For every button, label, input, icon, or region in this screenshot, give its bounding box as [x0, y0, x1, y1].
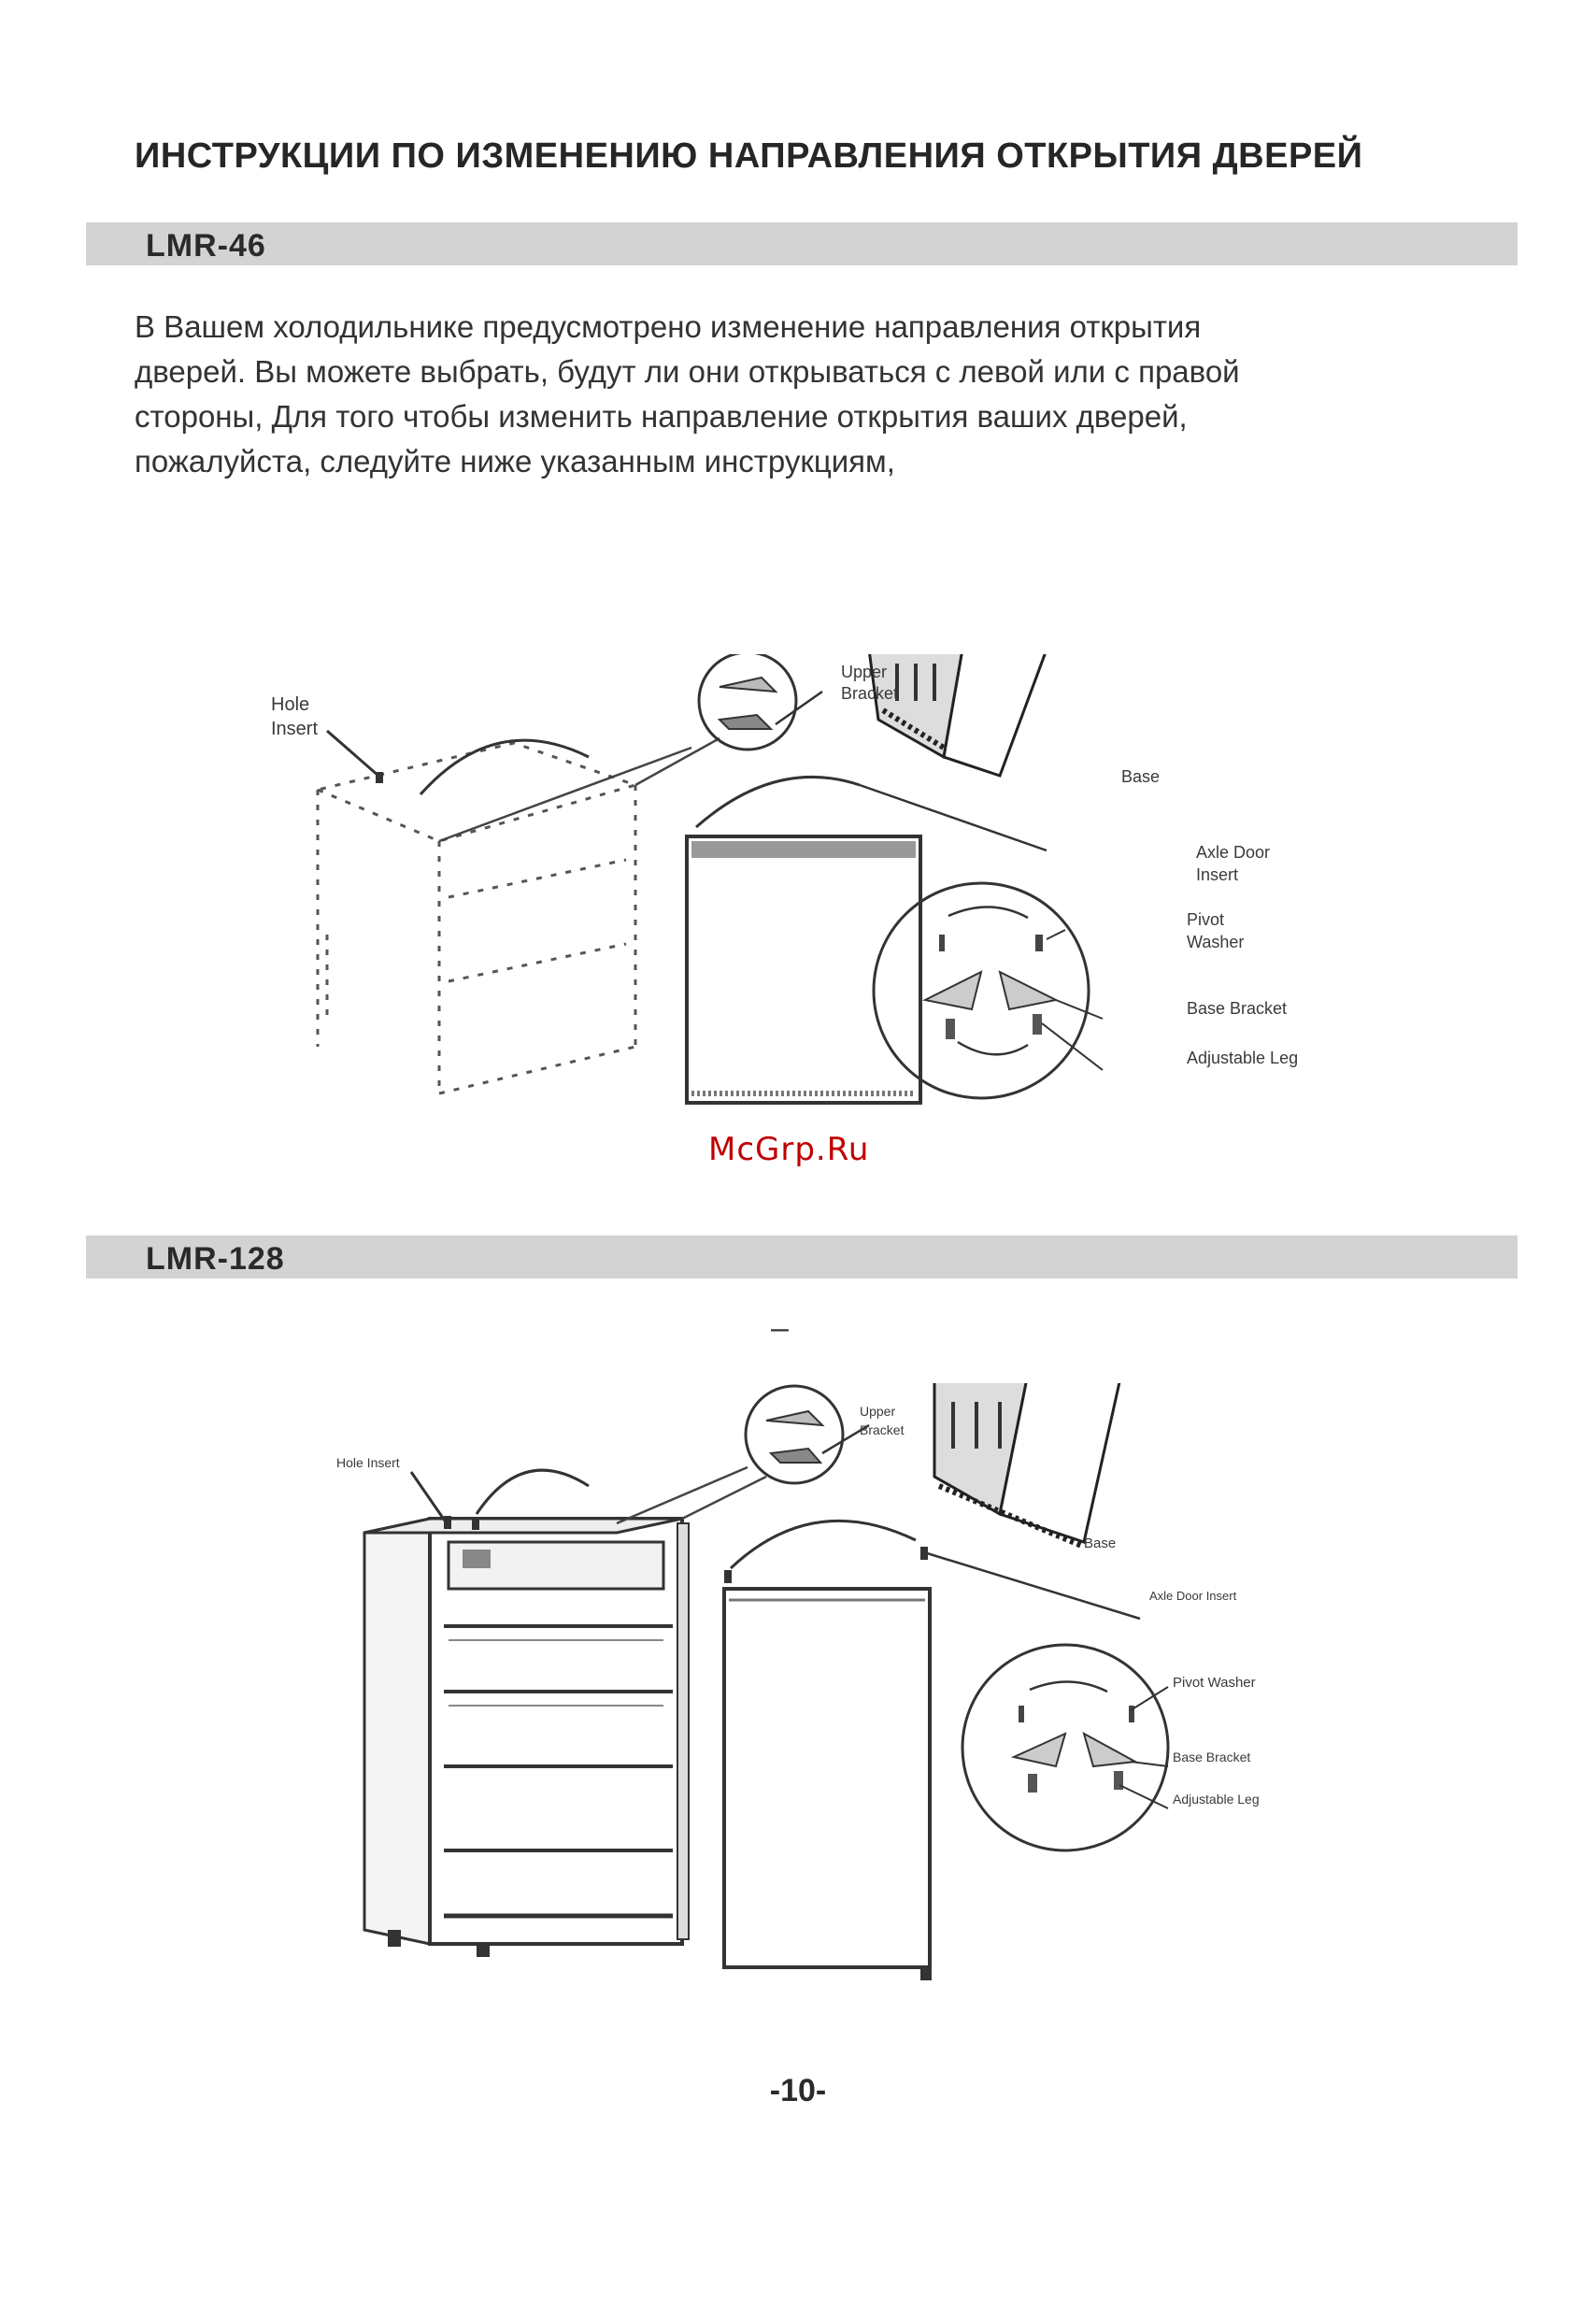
adjustable-leg-right	[1033, 1014, 1042, 1035]
diagram-2-svg: Hole Insert Upper Bracket Base Axle Door…	[336, 1372, 1260, 1980]
label-hole-insert-2: Insert	[271, 719, 318, 739]
pivot-washer-left	[939, 935, 945, 951]
bracket-leader-b	[634, 736, 720, 787]
door-foot	[920, 1967, 932, 1980]
door-top-edge	[691, 841, 916, 858]
base-bracket-arc-bottom	[957, 1040, 1029, 1056]
base-bracket-left	[1010, 1732, 1067, 1768]
pivot-washer-right	[1035, 935, 1043, 951]
page-number: -10-	[769, 2073, 827, 2108]
label-hole-insert: Hole Insert	[336, 1455, 400, 1470]
adjustable-leg-leader	[1119, 1784, 1169, 1809]
base-detail	[933, 1372, 1123, 1550]
pivot-washer-left	[1019, 1706, 1024, 1722]
upper-bracket-leader	[775, 690, 823, 726]
pivot-washer-leader	[1130, 1686, 1169, 1711]
base-bracket-leader	[1055, 999, 1104, 1020]
hole-insert-icon	[376, 772, 383, 783]
section-model-label: LMR-128	[146, 1241, 285, 1277]
upper-bracket-part-top	[765, 1409, 825, 1427]
bracket-leader-a	[616, 1465, 748, 1525]
upper-bracket-detail-circle	[744, 1384, 845, 1485]
section-model-label: LMR-46	[146, 228, 266, 264]
upper-bracket-part-bottom	[768, 1447, 823, 1464]
label-pivot-washer: Pivot Washer	[1173, 1675, 1256, 1691]
adjustable-leg-left	[1028, 1774, 1037, 1793]
base-bracket-arc-top	[1029, 1680, 1108, 1693]
upper-bracket-detail-circle	[697, 650, 798, 751]
base-bracket-right	[1082, 1731, 1139, 1768]
label-base: Base	[1084, 1536, 1116, 1551]
cabinet-outline	[313, 741, 640, 1095]
adjustable-leg-right	[1114, 1771, 1123, 1790]
hole-insert-leader	[409, 1471, 449, 1524]
label-upper-bracket-2: Bracket	[841, 684, 898, 703]
upper-bracket-part-bottom	[717, 713, 774, 730]
door-reversal-diagram-lmr-46: Hole Insert Upper Bracket Base Axle Door…	[252, 648, 1374, 1140]
base-detail	[867, 648, 1049, 778]
watermark: McGrp.Ru	[708, 1131, 870, 1168]
base-bracket-left	[921, 970, 983, 1011]
section-header-lmr-128: LMR-128	[86, 1236, 1518, 1278]
base-bracket-detail-circle	[961, 1643, 1170, 1852]
page-title: ИНСТРУКЦИИ ПО ИЗМЕНЕНИЮ НАПРАВЛЕНИЯ ОТКР…	[135, 136, 1363, 176]
bracket-leader-b	[681, 1475, 767, 1521]
label-pivot-washer-2: Washer	[1187, 933, 1244, 951]
label-adjustable-leg: Adjustable Leg	[1173, 1792, 1260, 1807]
axle-door-insert-leader	[859, 783, 1047, 852]
hole-insert-icon	[444, 1516, 451, 1529]
pivot-washer-leader	[1046, 929, 1066, 940]
axle-insert-right	[920, 1547, 928, 1560]
label-base-bracket: Base Bracket	[1173, 1750, 1250, 1764]
label-upper-bracket: Upper	[860, 1404, 895, 1419]
diagram-1-svg: Hole Insert Upper Bracket Base Axle Door…	[271, 648, 1298, 1105]
pivot-washer-right	[1129, 1706, 1134, 1722]
hole-insert-leader	[326, 729, 379, 778]
door-panel	[685, 835, 922, 1105]
adjustable-leg-leader	[1041, 1022, 1104, 1071]
door-reversal-diagram-lmr-128: Hole Insert Upper Bracket Base Axle Door…	[308, 1372, 1336, 2000]
door-flip-arc	[695, 775, 861, 829]
fridge-cabinet	[363, 1517, 690, 1957]
base-bracket-arc-top	[948, 906, 1029, 920]
hole-insert-arc	[475, 1468, 590, 1515]
hole-insert-icon-2	[472, 1517, 479, 1530]
door-panel	[722, 1587, 932, 1969]
label-upper-bracket-2: Bracket	[860, 1422, 905, 1437]
axle-door-insert-leader	[926, 1551, 1141, 1621]
upper-bracket-part-top	[719, 676, 778, 693]
label-upper-bracket: Upper	[841, 663, 887, 681]
label-base-bracket: Base Bracket	[1187, 999, 1287, 1018]
axle-insert-left	[724, 1570, 732, 1583]
base-bracket-leader	[1130, 1761, 1169, 1767]
upper-bracket-leader	[821, 1423, 870, 1455]
label-base: Base	[1121, 767, 1160, 786]
base-bracket-right	[998, 970, 1060, 1011]
label-adjustable-leg: Adjustable Leg	[1187, 1049, 1298, 1067]
label-axle-door-insert: Axle Door Insert	[1149, 1589, 1237, 1603]
bracket-leader-a	[438, 746, 692, 843]
dash-mark: –	[771, 1310, 789, 1346]
section-header-lmr-46: LMR-46	[86, 222, 1518, 265]
base-bracket-detail-circle	[872, 881, 1090, 1100]
label-axle-door-insert-2: Insert	[1196, 865, 1238, 884]
door-flip-arc	[729, 1519, 917, 1570]
label-hole-insert: Hole	[271, 694, 309, 715]
adjustable-leg-left	[946, 1019, 955, 1039]
intro-paragraph: В Вашем холодильнике предусмотрено измен…	[135, 309, 1240, 479]
label-axle-door-insert: Axle Door	[1196, 843, 1270, 862]
hole-insert-arrow-arc	[419, 738, 590, 795]
label-pivot-washer: Pivot	[1187, 910, 1224, 929]
